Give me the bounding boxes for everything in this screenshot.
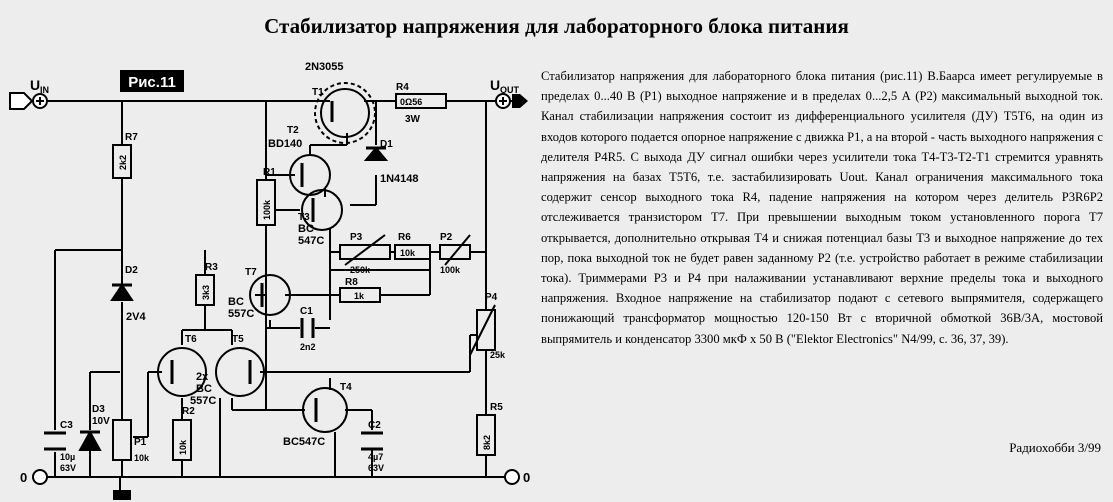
c2-label: C2 [368,420,381,431]
d1-type: 1N4148 [380,173,419,185]
r6-label: R6 [398,232,411,243]
r4-label: R4 [396,82,409,93]
t5-label: T5 [232,334,244,345]
p2-label: P2 [440,232,453,243]
t56-type-a: BC [196,383,212,395]
c3-voltage: 63V [60,463,76,473]
page-title: Стабилизатор напряжения для лабораторног… [264,14,849,38]
t56-count: 2x [196,371,209,383]
r1-value: 100k [262,199,272,220]
d3-label: D3 [92,404,105,415]
figure-label: Рис.11 [128,74,176,91]
t7-label: T7 [245,267,257,278]
r5-value: 8k2 [482,435,492,450]
t3-label: T3 [298,212,310,223]
ground-left: 0 [20,470,27,485]
r2-value: 10k [178,439,188,455]
r2-label: R2 [182,406,195,417]
p3-value: 250k [350,265,371,275]
d3-value: 10V [92,416,110,427]
p1-value: 10k [134,453,150,463]
r3-value: 3k3 [201,285,211,300]
p4-value: 25k [490,350,506,360]
uout-sub: OUT [500,85,520,95]
t7-type-b: 557C [228,308,254,320]
r8-value: 1k [354,291,365,301]
r4-value: 0Ω56 [400,97,422,107]
circuit-diagram: Рис.11 U IN U OUT 0 0 2N3055 T1 R4 0Ω56 … [9,61,530,500]
t56-type-b: 557C [190,395,216,407]
uout-label: U [490,77,500,93]
c3-value: 10µ [60,452,75,462]
t2-label: T2 [287,125,299,136]
uin-sub: IN [40,85,49,95]
article-text: Стабилизатор напряжения для лабораторног… [541,69,1104,346]
p2-value: 100k [440,265,461,275]
source-citation: Радиохобби 3/99 [1009,440,1101,455]
d2-value: 2V4 [126,311,146,323]
uin-label: U [30,77,40,93]
r5-label: R5 [490,402,503,413]
r7-value: 2k2 [118,155,128,170]
t3-type-a: BC [298,223,314,235]
r6-value: 10k [400,248,416,258]
r4-power: 3W [405,114,421,125]
p4-label: P4 [485,292,498,303]
t7-type-a: BC [228,296,244,308]
c1-value: 2n2 [300,342,316,352]
p3-label: P3 [350,232,363,243]
t1-type: 2N3055 [305,61,344,73]
t3-type-b: 547C [298,235,324,247]
r1-label: R1 [263,167,276,178]
t6-label: T6 [185,334,197,345]
c2-value: 4µ7 [368,452,383,462]
d1-label: D1 [380,139,393,150]
c3-label: C3 [60,420,73,431]
c1-label: C1 [300,306,313,317]
ground-right: 0 [523,470,530,485]
d2-label: D2 [125,265,138,276]
t2-type: BD140 [268,138,302,150]
p1-label: P1 [134,437,147,448]
t4-type: BC547C [283,436,325,448]
c2-voltage: 63V [368,463,384,473]
r8-label: R8 [345,277,358,288]
t4-label: T4 [340,382,352,393]
r7-label: R7 [125,132,138,143]
r3-label: R3 [205,262,218,273]
t1-label: T1 [312,87,324,98]
